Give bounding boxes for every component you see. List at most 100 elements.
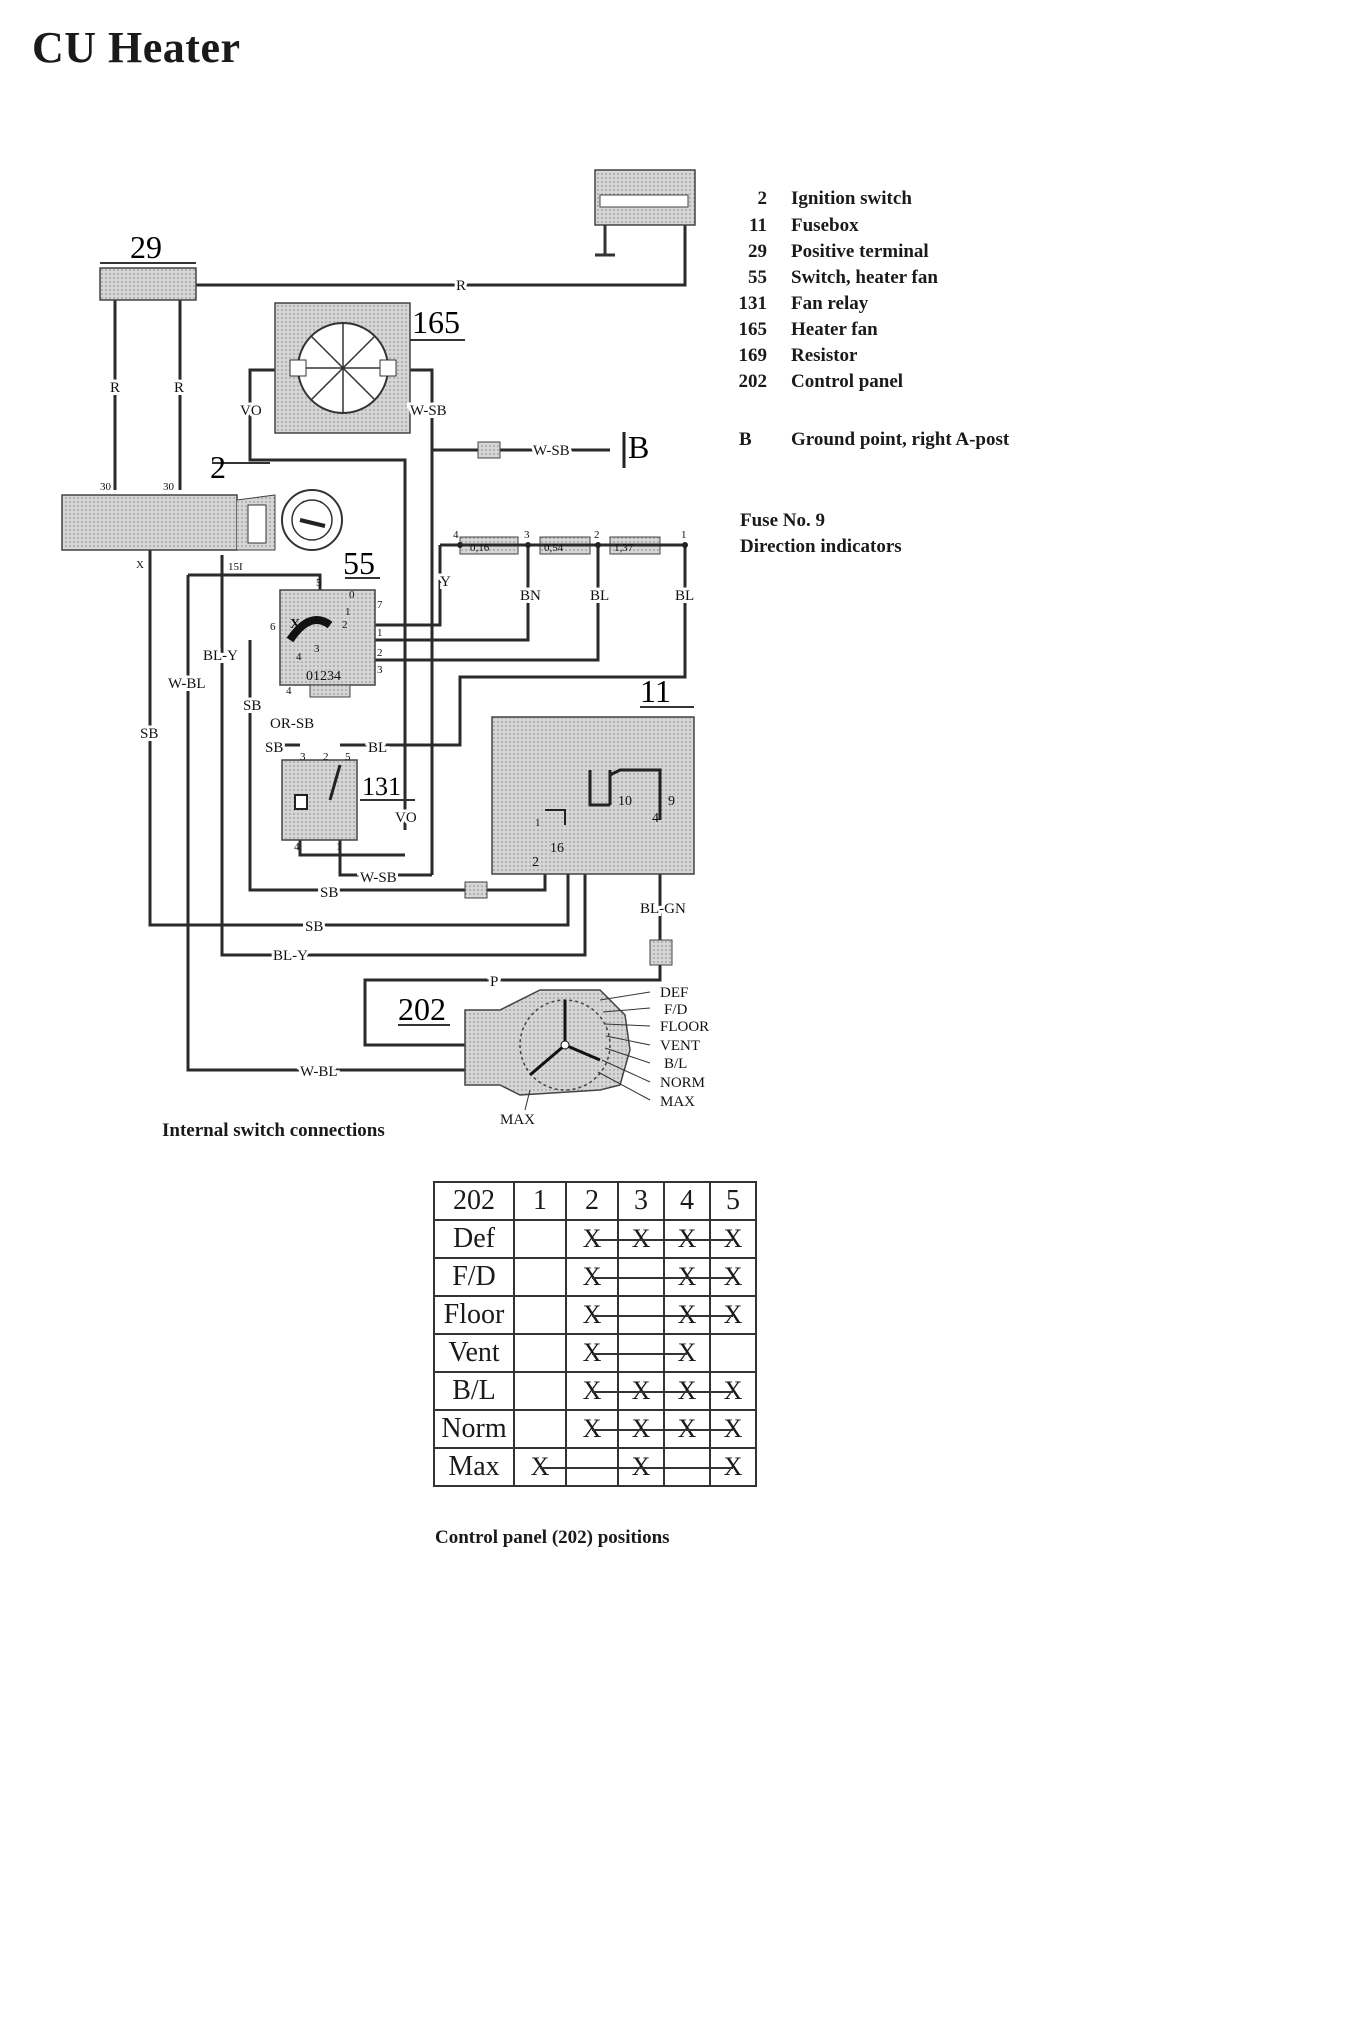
x-mark: X [631, 1414, 651, 1443]
table-header-cell: 202 [433, 1181, 515, 1221]
svg-text:DEF: DEF [660, 985, 688, 1001]
svg-text:R: R [174, 380, 184, 396]
table-cell [565, 1447, 619, 1487]
label-165: 165 [412, 304, 460, 340]
x-mark: X [582, 1300, 602, 1329]
label-2: 2 [210, 449, 226, 485]
table-cell: X [565, 1333, 619, 1373]
row-label: Floor [433, 1295, 515, 1335]
table-cell: X [663, 1371, 711, 1411]
svg-text:30: 30 [100, 481, 112, 493]
table-cell: X [663, 1295, 711, 1335]
svg-text:VO: VO [395, 810, 417, 826]
svg-text:3: 3 [300, 751, 306, 763]
svg-text:MAX: MAX [500, 1112, 535, 1128]
svg-text:BL-Y: BL-Y [203, 648, 238, 664]
svg-text:W-BL: W-BL [168, 676, 206, 692]
table-cell: X [565, 1409, 619, 1449]
wire-r-top [115, 225, 687, 287]
x-mark: X [677, 1338, 697, 1367]
table-cell: X [709, 1257, 757, 1297]
svg-text:BL-GN: BL-GN [640, 901, 686, 917]
row-label: Norm [433, 1409, 515, 1449]
wiring-diagram: 29 165 2 55 131 11 202 B R R R VO W-SB W… [61, 169, 709, 1128]
table-header-cell: 5 [709, 1181, 757, 1221]
x-mark: X [631, 1224, 651, 1253]
svg-text:W-BL: W-BL [300, 1064, 338, 1080]
svg-text:MAX: MAX [660, 1094, 695, 1110]
control-position-labels: DEF F/D FLOOR VENT B/L NORM MAX MAX [500, 985, 709, 1128]
table-cell [513, 1219, 567, 1259]
svg-text:5: 5 [345, 751, 351, 763]
svg-text:VO: VO [240, 403, 262, 419]
svg-text:B/L: B/L [664, 1056, 687, 1072]
svg-text:SB: SB [243, 698, 261, 714]
svg-text:2: 2 [342, 619, 348, 631]
x-mark: X [677, 1414, 697, 1443]
row-label: Max [433, 1447, 515, 1487]
svg-text:9: 9 [668, 794, 675, 809]
svg-text:W-SB: W-SB [360, 870, 397, 886]
x-mark: X [723, 1414, 743, 1443]
x-mark: X [677, 1300, 697, 1329]
svg-text:BL: BL [368, 740, 387, 756]
x-mark: X [582, 1414, 602, 1443]
table-cell [513, 1295, 567, 1335]
svg-text:1: 1 [345, 606, 351, 618]
svg-text:R: R [456, 278, 466, 294]
label-55: 55 [343, 545, 375, 581]
table-cell [513, 1333, 567, 1373]
table-cell: X [709, 1371, 757, 1411]
table-row: Vent X X [433, 1333, 757, 1373]
table-header-row: 202 1 2 3 4 5 [433, 1181, 757, 1221]
svg-text:4: 4 [652, 811, 659, 826]
svg-text:0: 0 [349, 589, 355, 601]
table-cell: X [565, 1219, 619, 1259]
table-cell: X [709, 1219, 757, 1259]
table-cell: X [565, 1371, 619, 1411]
table-cell: X [663, 1219, 711, 1259]
label-131: 131 [362, 772, 401, 801]
svg-text:SB: SB [140, 726, 158, 742]
x-mark: X [723, 1224, 743, 1253]
svg-text:SB: SB [320, 885, 338, 901]
wire-y [355, 545, 442, 627]
svg-text:VENT: VENT [660, 1038, 700, 1054]
wire-relay-vo [298, 840, 405, 857]
table-cell: X [663, 1409, 711, 1449]
svg-text:1: 1 [377, 627, 383, 639]
fuse-note-line2: Direction indicators [740, 536, 902, 557]
fuse-note-line1: Fuse No. 9 [740, 510, 825, 531]
svg-text:W-SB: W-SB [410, 403, 447, 419]
svg-text:5: 5 [316, 577, 322, 589]
svg-text:1,37: 1,37 [614, 542, 634, 554]
row-label: Def [433, 1219, 515, 1259]
control-panel-202 [464, 989, 631, 1096]
svg-text:4: 4 [296, 651, 302, 663]
table-cell: X [513, 1447, 567, 1487]
row-label: Vent [433, 1333, 515, 1373]
table-cell: X [663, 1333, 711, 1373]
svg-text:2: 2 [377, 647, 383, 659]
wire-relay-wsb [338, 840, 432, 877]
pin-labels: 30 30 X 15I 5 0 7 1 6 X 2 1 3 4 2 3 4 01… [100, 481, 687, 870]
table-cell: X [709, 1409, 757, 1449]
svg-text:1: 1 [336, 841, 342, 853]
table-cell [617, 1333, 665, 1373]
svg-text:SB: SB [305, 919, 323, 935]
table-cell: X [565, 1257, 619, 1297]
svg-text:0,16: 0,16 [470, 542, 490, 554]
svg-text:X: X [136, 559, 144, 571]
svg-text:4: 4 [453, 529, 459, 541]
svg-text:NORM: NORM [660, 1075, 705, 1091]
x-mark: X [582, 1262, 602, 1291]
table-header-cell: 3 [617, 1181, 665, 1221]
svg-text:1: 1 [681, 529, 687, 541]
x-mark: X [723, 1452, 743, 1481]
svg-text:BL-Y: BL-Y [273, 948, 308, 964]
x-mark: X [677, 1224, 697, 1253]
svg-text:3: 3 [314, 643, 320, 655]
